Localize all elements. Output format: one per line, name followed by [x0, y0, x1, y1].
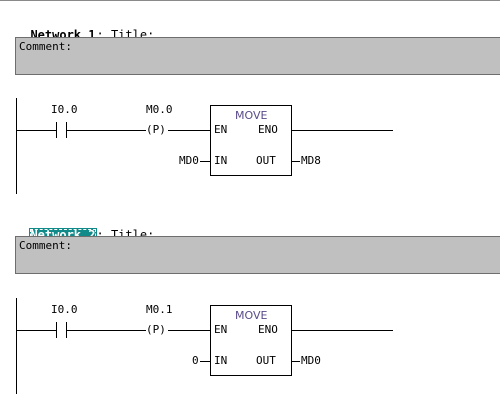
in-pin: IN [214, 154, 228, 167]
network-2-ladder: I0.0 M0.1 (P) MOVE EN ENO IN OUT 0 MD0 [0, 298, 500, 398]
network-1-comment-label: Comment: [19, 40, 72, 53]
contact-symbol[interactable] [56, 322, 67, 338]
contact-address: I0.0 [51, 303, 78, 316]
eno-pin: ENO [258, 323, 278, 336]
edge-coil-symbol[interactable]: (P) [146, 323, 166, 336]
contact-symbol[interactable] [56, 122, 67, 138]
out-operand[interactable]: MD0 [301, 354, 321, 367]
move-box-title: MOVE [235, 309, 268, 322]
network-1-header[interactable]: Network 1: Title: [15, 11, 154, 42]
in-operand[interactable]: MD0 [179, 154, 199, 167]
network-2-rungs [16, 298, 393, 394]
en-pin: EN [214, 323, 228, 336]
out-pin: OUT [256, 154, 276, 167]
edge-coil-symbol[interactable]: (P) [146, 123, 166, 136]
out-operand[interactable]: MD8 [301, 154, 321, 167]
top-border [0, 0, 500, 1]
network-2-comment-box[interactable]: Comment: [15, 236, 500, 274]
edge-address: M0.0 [146, 103, 173, 116]
out-pin: OUT [256, 354, 276, 367]
in-pin: IN [214, 354, 228, 367]
move-box-title: MOVE [235, 109, 268, 122]
edge-address: M0.1 [146, 303, 173, 316]
in-operand[interactable]: 0 [192, 354, 199, 367]
network-1-rungs [16, 98, 393, 194]
network-1-comment-box[interactable]: Comment: [15, 37, 500, 75]
move-box[interactable] [210, 305, 292, 376]
contact-address: I0.0 [51, 103, 78, 116]
en-pin: EN [214, 123, 228, 136]
eno-pin: ENO [258, 123, 278, 136]
network-1-ladder: I0.0 M0.0 (P) MOVE EN ENO IN OUT MD0 MD8 [0, 98, 500, 198]
network-2-comment-label: Comment: [19, 239, 72, 252]
network-2-header[interactable]: Network 2: Title: [15, 211, 154, 242]
move-box[interactable] [210, 105, 292, 176]
